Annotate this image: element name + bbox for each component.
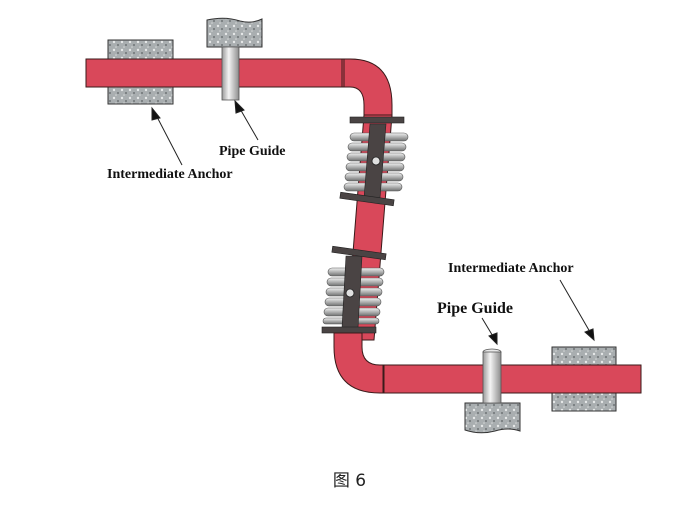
arrow-top-anchor bbox=[151, 106, 183, 166]
label-top-anchor: Intermediate Anchor bbox=[107, 167, 233, 182]
top-pipe-guide-support bbox=[206, 17, 263, 48]
bottom-pipe-guide-support bbox=[464, 402, 521, 434]
upper-flange-bottom bbox=[339, 191, 395, 207]
lower-expansion-joint bbox=[321, 245, 387, 334]
bottom-pipe-guide bbox=[482, 348, 502, 404]
lower-flange-top bbox=[331, 245, 387, 261]
top-anchor-pipe-overlay bbox=[108, 58, 173, 88]
lower-hinge-pin bbox=[345, 288, 355, 298]
label-top-pipe-guide: Pipe Guide bbox=[219, 144, 286, 159]
upper-expansion-joint bbox=[339, 116, 409, 207]
figure-caption: 图 6 bbox=[332, 471, 367, 491]
lower-flange-bottom bbox=[321, 326, 377, 334]
top-pipe-guide bbox=[221, 46, 240, 101]
upper-flange-top bbox=[349, 116, 405, 124]
arrow-top-guide bbox=[234, 99, 259, 141]
arrow-bottom-anchor bbox=[559, 279, 595, 342]
bottom-intermediate-anchor bbox=[551, 346, 617, 412]
label-bottom-pipe-guide: Pipe Guide bbox=[437, 300, 513, 317]
label-bottom-anchor: Intermediate Anchor bbox=[448, 261, 574, 276]
upper-hinge-pin bbox=[371, 156, 381, 166]
arrow-bottom-guide bbox=[481, 317, 498, 346]
